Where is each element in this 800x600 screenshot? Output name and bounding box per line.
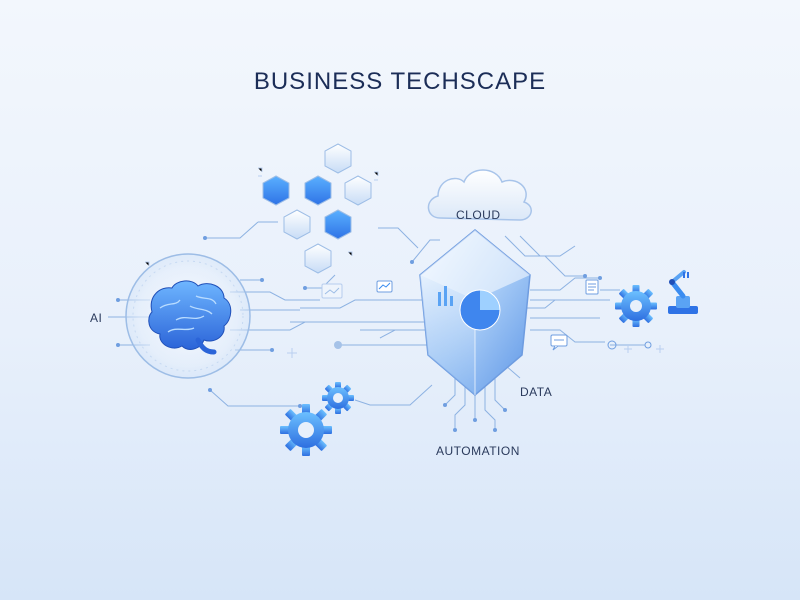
label-ai: AI (90, 311, 103, 325)
ai-node (125, 253, 251, 379)
label-automation: AUTOMATION (436, 444, 520, 458)
gear-icon-right (615, 285, 657, 327)
connector-lines (108, 221, 645, 430)
label-data: DATA (520, 385, 553, 399)
gear-icon-large (280, 404, 332, 456)
page-title: BUSINESS TECHSCAPE (253, 68, 547, 95)
gear-icon-small (322, 382, 354, 414)
document-icon (585, 279, 599, 295)
connector-dots (116, 236, 652, 432)
pie-chart-icon (459, 289, 501, 331)
brain-icon (148, 280, 232, 355)
robotic-arm-icon (668, 270, 698, 314)
crystal-pie-chart-icon (419, 229, 531, 396)
label-cloud: CLOUD (456, 208, 501, 222)
chart-icon (376, 280, 393, 293)
mini-bar-chart (438, 286, 453, 306)
hexagon-cluster (262, 143, 372, 274)
chat-icon (550, 334, 568, 351)
trend-card-icon (321, 283, 343, 299)
sparkle-marks (145, 167, 664, 358)
cloud-icon (427, 169, 532, 221)
